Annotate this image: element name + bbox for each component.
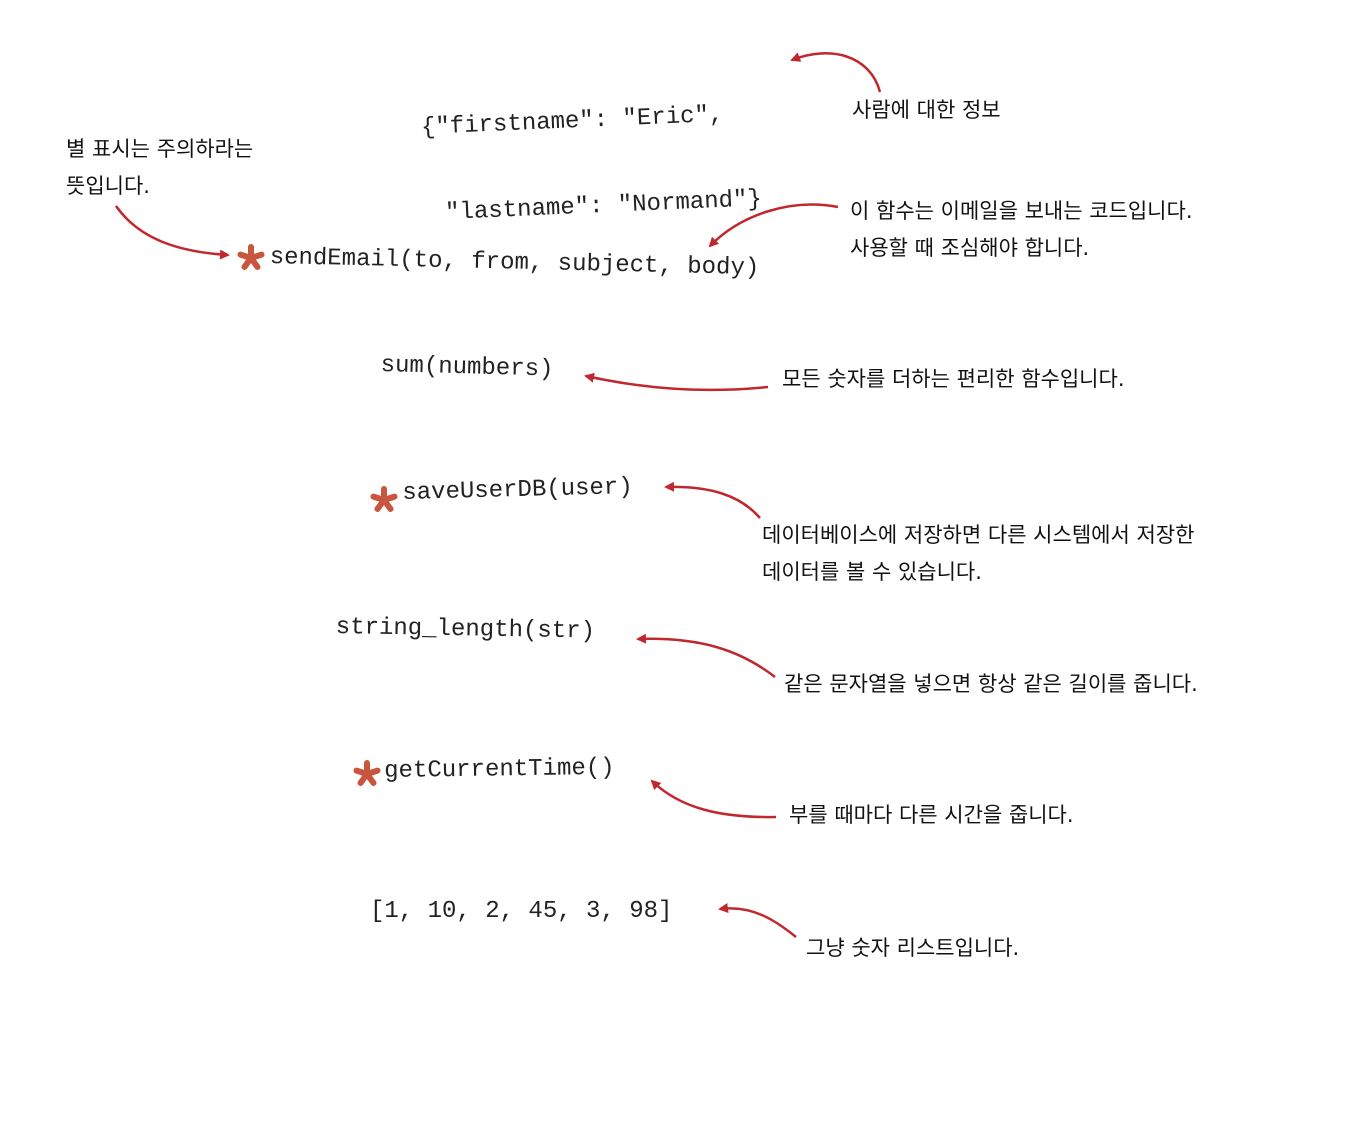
arrow-star-note [114,205,230,260]
person-json-line-2: "lastname": "Normand"} [430,186,763,228]
string-length-note: 같은 문자열을 넣으면 항상 같은 길이를 줍니다. [784,672,1198,696]
save-user-code: saveUserDB(user) [402,473,634,507]
string-length-code: string_length(str) [335,614,596,646]
arrow-list [718,903,797,938]
number-list-code: [1, 10, 2, 45, 3, 98] [370,898,673,925]
star-legend-line-1: 별 표시는 주의하라는 [66,137,254,161]
star-legend-line-2: 뜻입니다. [66,173,150,198]
person-json-line-1: {"firstname": "Eric", [420,101,724,142]
sum-code: sum(numbers) [380,352,554,384]
arrow-person [790,52,882,93]
save-user-note-line-1: 데이터베이스에 저장하면 다른 시스템에서 저장한 [762,523,1195,547]
send-email-note-line-2: 사용할 때 조심해야 합니다. [850,235,1090,260]
get-time-code: getCurrentTime() [384,754,615,785]
person-note: 사람에 대한 정보 [852,98,1001,122]
send-email-note: 이 함수는 이메일을 보내는 코드입니다. 사용할 때 조심해야 합니다. [850,193,1193,267]
arrow-string-length [636,633,776,678]
person-json: {"firstname": "Eric", "lastname": "Norma… [418,42,764,258]
asterisk-star-icon [353,760,381,786]
asterisk-star-icon [237,244,265,270]
send-email-note-line-1: 이 함수는 이메일을 보내는 코드입니다. [850,199,1193,223]
send-email-code: sendEmail(to, from, subject, body) [269,244,760,283]
asterisk-star-icon [370,486,398,512]
sum-note: 모든 숫자를 더하는 편리한 함수입니다. [782,367,1125,391]
arrow-sum [584,372,769,392]
arrow-save-user [664,481,761,519]
save-user-note-line-2: 데이터를 볼 수 있습니다. [762,559,982,584]
save-user-note: 데이터베이스에 저장하면 다른 시스템에서 저장한 데이터를 볼 수 있습니다. [762,517,1194,591]
get-time-note: 부를 때마다 다른 시간을 줍니다. [789,803,1074,827]
star-legend-note: 별 표시는 주의하라는 뜻입니다. [66,131,253,205]
arrow-get-time [650,779,777,819]
number-list-note: 그냥 숫자 리스트입니다. [806,936,1020,960]
